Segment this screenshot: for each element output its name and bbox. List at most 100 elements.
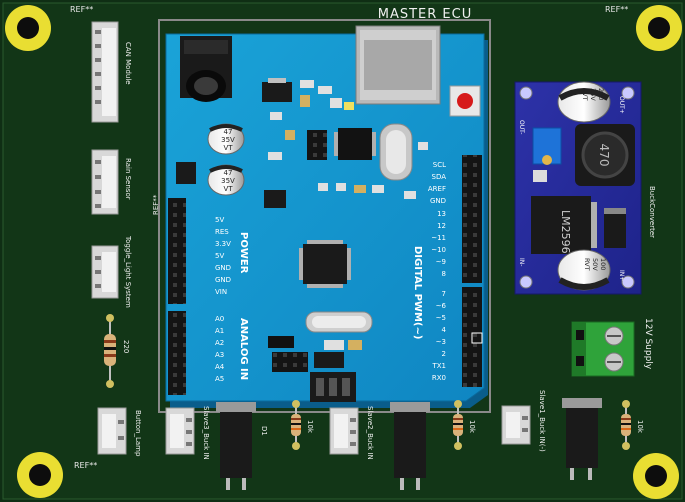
svg-text:47: 47: [224, 128, 233, 136]
analog-section-label: ANALOG IN: [238, 318, 249, 380]
power-section-label: POWER: [238, 232, 249, 274]
svg-text:2: 2: [442, 350, 446, 358]
mounting-hole-top-right: [636, 5, 682, 51]
rain-sensor-label: Rain Sensor: [124, 158, 132, 200]
svg-text:~9: ~9: [436, 258, 446, 266]
resistor-220-label: 220: [122, 340, 130, 353]
resistor-10k-3-label: 10k: [636, 420, 644, 434]
ref-label-1: REF**: [70, 5, 93, 14]
diode-smd: [176, 162, 196, 184]
svg-text:50V: 50V: [591, 258, 599, 271]
potentiometer: [532, 127, 562, 165]
diode-d1: [216, 402, 256, 490]
svg-text:VIN: VIN: [215, 288, 227, 296]
buck-cap-bottom: 100 50V RVT: [557, 249, 611, 291]
buck-in-minus: IN-: [518, 258, 525, 266]
svg-text:8: 8: [442, 270, 446, 278]
svg-text:GND: GND: [215, 276, 231, 284]
lm2596-chip: LM2596: [531, 196, 597, 254]
resistor-10k-2-label: 10k: [468, 420, 476, 434]
power-pin-header: [168, 198, 186, 304]
svg-text:A1: A1: [215, 327, 224, 335]
svg-text:7: 7: [442, 290, 446, 298]
can-module-connector: [91, 21, 119, 123]
svg-text:~5: ~5: [436, 314, 446, 322]
svg-text:35V: 35V: [589, 88, 597, 101]
capacitor-c1: 47 35V VT: [207, 123, 245, 155]
lm2596-label: LM2596: [559, 210, 572, 254]
svg-text:VT: VT: [223, 144, 233, 152]
digital-pin-header-upper: [462, 155, 482, 283]
svg-text:4: 4: [442, 326, 447, 334]
svg-text:A3: A3: [215, 351, 224, 359]
buck-diode: [604, 208, 626, 248]
svg-text:A2: A2: [215, 339, 224, 347]
svg-text:GND: GND: [215, 264, 231, 272]
mounting-hole-bottom-left: [17, 452, 63, 498]
transistor-q2: [390, 402, 430, 490]
svg-text:~10: ~10: [431, 246, 446, 254]
svg-text:A0: A0: [215, 315, 224, 323]
svg-text:SDA: SDA: [432, 173, 447, 181]
ref-label-4: REF**: [152, 194, 160, 215]
buck-converter-label: BuckConverter: [648, 186, 656, 238]
buck-cap-top: 220 35V RVT: [557, 81, 611, 123]
resistor-220: [104, 314, 116, 388]
resistor-10k-1-label: 10k: [306, 420, 314, 434]
button-lamp-connector: [97, 407, 127, 455]
icsp-header-usb: [307, 130, 327, 160]
buck-out-minus: OUT-: [518, 120, 525, 134]
crystal-oscillator-top: [379, 123, 413, 181]
mounting-hole-bottom-right: [633, 453, 679, 499]
mounting-hole-top-left: [5, 5, 51, 51]
svg-text:RVT: RVT: [581, 88, 589, 101]
supply-label: 12V Supply: [643, 318, 653, 370]
svg-text:~3: ~3: [436, 338, 446, 346]
svg-text:RVT: RVT: [583, 258, 591, 271]
arduino-uno-board: 47 35V VT 47 35V VT: [165, 25, 488, 408]
svg-text:~11: ~11: [431, 234, 446, 242]
button-lamp-label: Button_Lamp: [134, 410, 142, 457]
resistor-10k-3: [621, 400, 631, 450]
analog-pin-header: [168, 311, 186, 395]
resistor-10k-1: [291, 400, 301, 450]
svg-text:TX1: TX1: [431, 362, 446, 370]
diode-d1-label: D1: [260, 426, 268, 436]
toggle-light-label: Toggle_Light System: [124, 235, 132, 308]
slave2-buck-label: Slave2_Buck IN: [366, 406, 374, 460]
svg-text:RES: RES: [215, 228, 229, 236]
transistor-q1: [562, 398, 602, 480]
buck-out-plus: OUT+: [618, 96, 625, 114]
dc-power-jack: [180, 36, 232, 102]
svg-text:3.3V: 3.3V: [215, 240, 231, 248]
inductor-label: 470: [597, 144, 611, 167]
svg-text:220: 220: [597, 88, 605, 100]
svg-text:VT: VT: [223, 185, 233, 193]
digital-section-label: DIGITAL PWM(~): [412, 246, 423, 339]
svg-text:100: 100: [599, 258, 607, 270]
ref-label-3: REF**: [74, 461, 97, 470]
usb-connector: [355, 25, 441, 105]
svg-text:12: 12: [437, 222, 446, 230]
voltage-regulator-chip: [262, 82, 292, 102]
svg-text:13: 13: [437, 210, 446, 218]
supply-terminal-block: [571, 321, 635, 377]
digital-pin-labels: SCL SDA AREF GND 13 12 ~11 ~10 ~9 8 7 ~6…: [428, 161, 447, 382]
svg-text:AREF: AREF: [428, 185, 446, 193]
crystal-oscillator-bottom: [305, 311, 373, 333]
reset-button: [449, 85, 481, 117]
svg-text:5V: 5V: [215, 252, 224, 260]
main-mcu-atmega: [299, 240, 351, 288]
slave1-buck-connector: [501, 405, 531, 445]
svg-text:~6: ~6: [436, 302, 447, 310]
svg-text:RX0: RX0: [432, 374, 446, 382]
svg-text:A4: A4: [215, 363, 225, 371]
resistor-10k-2: [453, 400, 463, 450]
buck-converter-module: 220 35V RVT 470 LM2596 100 50V: [514, 81, 642, 295]
master-ecu-outline: [158, 19, 491, 413]
can-module-label: CAN Module: [124, 42, 132, 85]
svg-text:35V: 35V: [221, 136, 235, 144]
rain-sensor-connector: [91, 149, 119, 215]
